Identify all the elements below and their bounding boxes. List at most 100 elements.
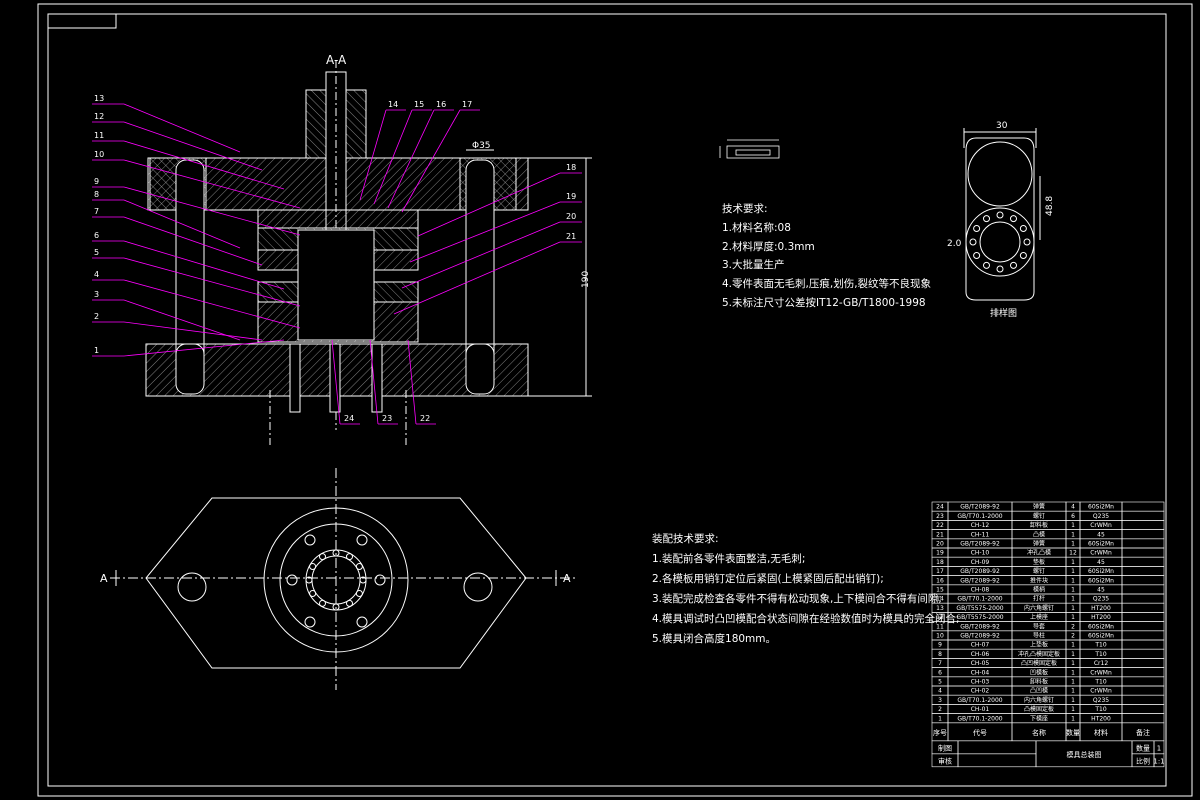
strip-hole xyxy=(1010,261,1017,269)
part-number-label: 11 xyxy=(94,131,104,140)
bolt-hole xyxy=(356,616,368,628)
tech-req-part-item: 5.未标注尺寸公差按IT12-GB/T1800-1998 xyxy=(722,296,926,309)
strip-hole xyxy=(1019,225,1027,232)
bom-cell xyxy=(1121,501,1165,512)
bom-header-text: 序号 xyxy=(933,728,947,737)
part-number-label: 9 xyxy=(94,177,99,186)
tech-req-asm-item: 5.模具闭合高度180mm。 xyxy=(652,632,776,645)
bom-cell-text: 60Si2Mn xyxy=(1088,504,1114,511)
plan-view: A A xyxy=(100,468,575,690)
bom-cell-text: 2 xyxy=(1071,633,1075,640)
tech-requirements-assembly: 装配技术要求: 1.装配前各零件表面整洁,无毛刺; 2.各模板用销钉定位后紧固(… xyxy=(652,532,960,645)
part-number-label: 2 xyxy=(94,312,99,321)
bom-cell-text: 内六角螺钉 xyxy=(1024,696,1054,704)
bom-cell-text: Q235 xyxy=(1093,596,1109,603)
bom-cell-text: GB/T70.1-2000 xyxy=(957,715,1002,722)
title-block-cell xyxy=(957,753,1037,768)
bom-cell-text: 1 xyxy=(1071,715,1075,722)
strip-hole xyxy=(996,265,1004,273)
leader-line xyxy=(369,339,379,425)
bom-cell-text: 6 xyxy=(1071,513,1075,520)
pierce-hole xyxy=(319,553,326,561)
leader-line xyxy=(401,221,561,289)
bom-cell-text: 13 xyxy=(936,605,944,612)
strip-hole xyxy=(973,252,981,259)
leader-line xyxy=(123,339,285,357)
leader-line xyxy=(409,201,561,263)
bom-cell-text: 1 xyxy=(1071,660,1075,667)
bom-cell-text: CH-06 xyxy=(971,651,990,658)
bom-cell-text: 6 xyxy=(938,669,942,676)
bom-cell-text: GB/T70.1-2000 xyxy=(957,596,1002,603)
bom-cell-text: Q235 xyxy=(1093,697,1109,704)
bom-cell xyxy=(1121,694,1165,705)
tech-req-part-item: 2.材料厚度:0.3mm xyxy=(722,240,815,253)
bom-cell-text: 60Si2Mn xyxy=(1088,623,1114,630)
bom-cell-text: Q235 xyxy=(1093,513,1109,520)
bom-cell-text: CH-04 xyxy=(971,669,990,676)
part-number-label: 1 xyxy=(94,346,99,355)
outer-frame xyxy=(37,3,1193,797)
bom-cell-text: 16 xyxy=(936,577,944,584)
bom-cell-text: 45 xyxy=(1097,559,1105,566)
bom-cell-text: GB/T70.1-2000 xyxy=(957,697,1002,704)
bolt-hole xyxy=(304,534,316,546)
bom-cell-text: 1 xyxy=(1071,596,1075,603)
title-block-text: 比例 xyxy=(1136,756,1150,765)
bom-cell-text: CH-02 xyxy=(971,688,990,695)
bom-cell-text: 4 xyxy=(1071,504,1075,511)
pierce-hole xyxy=(346,599,353,607)
strip-hole xyxy=(1010,215,1017,223)
bom-cell xyxy=(1121,630,1165,641)
leader-line xyxy=(123,199,241,249)
leader-line xyxy=(387,109,435,209)
title-block-cell xyxy=(957,740,1037,755)
bom-cell-text: 4 xyxy=(938,688,942,695)
bom-cell-text: 14 xyxy=(936,596,944,603)
title-block-text: 数量 xyxy=(1136,743,1150,752)
bom-cell-text: 22 xyxy=(936,522,944,529)
bom-cell-text: GB/T2089-92 xyxy=(960,541,1000,548)
bom-cell-text: 1 xyxy=(1071,651,1075,658)
bom-cell xyxy=(1121,658,1165,668)
bom-cell-text: CrWMn xyxy=(1090,688,1112,695)
bom-header-text: 代号 xyxy=(973,728,987,737)
bom-cell-text: GB/T70.1-2000 xyxy=(957,513,1002,520)
bom-cell xyxy=(1121,639,1165,650)
pierce-hole xyxy=(332,603,340,611)
strip-dim-right: 48.8 xyxy=(1045,196,1055,216)
leader-line xyxy=(123,186,301,236)
inner-frame xyxy=(47,13,1167,787)
bom-cell-text: 2 xyxy=(1071,623,1075,630)
part-number-label: 15 xyxy=(414,100,424,109)
tech-req-asm-item: 1.装配前各零件表面整洁,无毛刺; xyxy=(652,552,805,565)
tech-req-part-title: 技术要求: xyxy=(722,202,768,215)
bom-cell xyxy=(1121,667,1165,678)
bom-cell-text: 1 xyxy=(1071,706,1075,713)
part-detail-small xyxy=(719,139,780,159)
bom-cell-text: 9 xyxy=(938,642,942,649)
bom-cell-text: 模柄 xyxy=(1033,586,1045,594)
bom-cell-text: 10 xyxy=(936,633,944,640)
bom-cell-text: 冲孔凸模固定板 xyxy=(1018,650,1060,658)
bom-cell-text: 1 xyxy=(1071,587,1075,594)
bom-header-text: 材料 xyxy=(1094,728,1108,737)
bom-cell-text: 卸料板 xyxy=(1030,521,1048,529)
title-block-text: 审核 xyxy=(938,756,952,765)
bom-cell-text: 12 xyxy=(1069,550,1077,557)
bom-cell-text: 12 xyxy=(936,614,944,621)
bom-cell-text: CH-10 xyxy=(971,550,990,557)
bom-cell-text: GB/T2089-92 xyxy=(960,568,1000,575)
bom-cell-text: 1 xyxy=(1071,688,1075,695)
part-number-label: 3 xyxy=(94,290,99,299)
bom-cell-text: 21 xyxy=(936,531,944,538)
leader-line xyxy=(123,103,241,153)
bom-cell-text: 1 xyxy=(1071,679,1075,686)
bom-cell xyxy=(1121,510,1165,521)
part-number-label: 23 xyxy=(382,414,392,423)
bom-cell-text: 垫板 xyxy=(1033,558,1045,566)
pierce-hole xyxy=(355,590,363,597)
leader-line xyxy=(331,339,341,425)
bom-cell-text: Cr12 xyxy=(1094,660,1108,667)
